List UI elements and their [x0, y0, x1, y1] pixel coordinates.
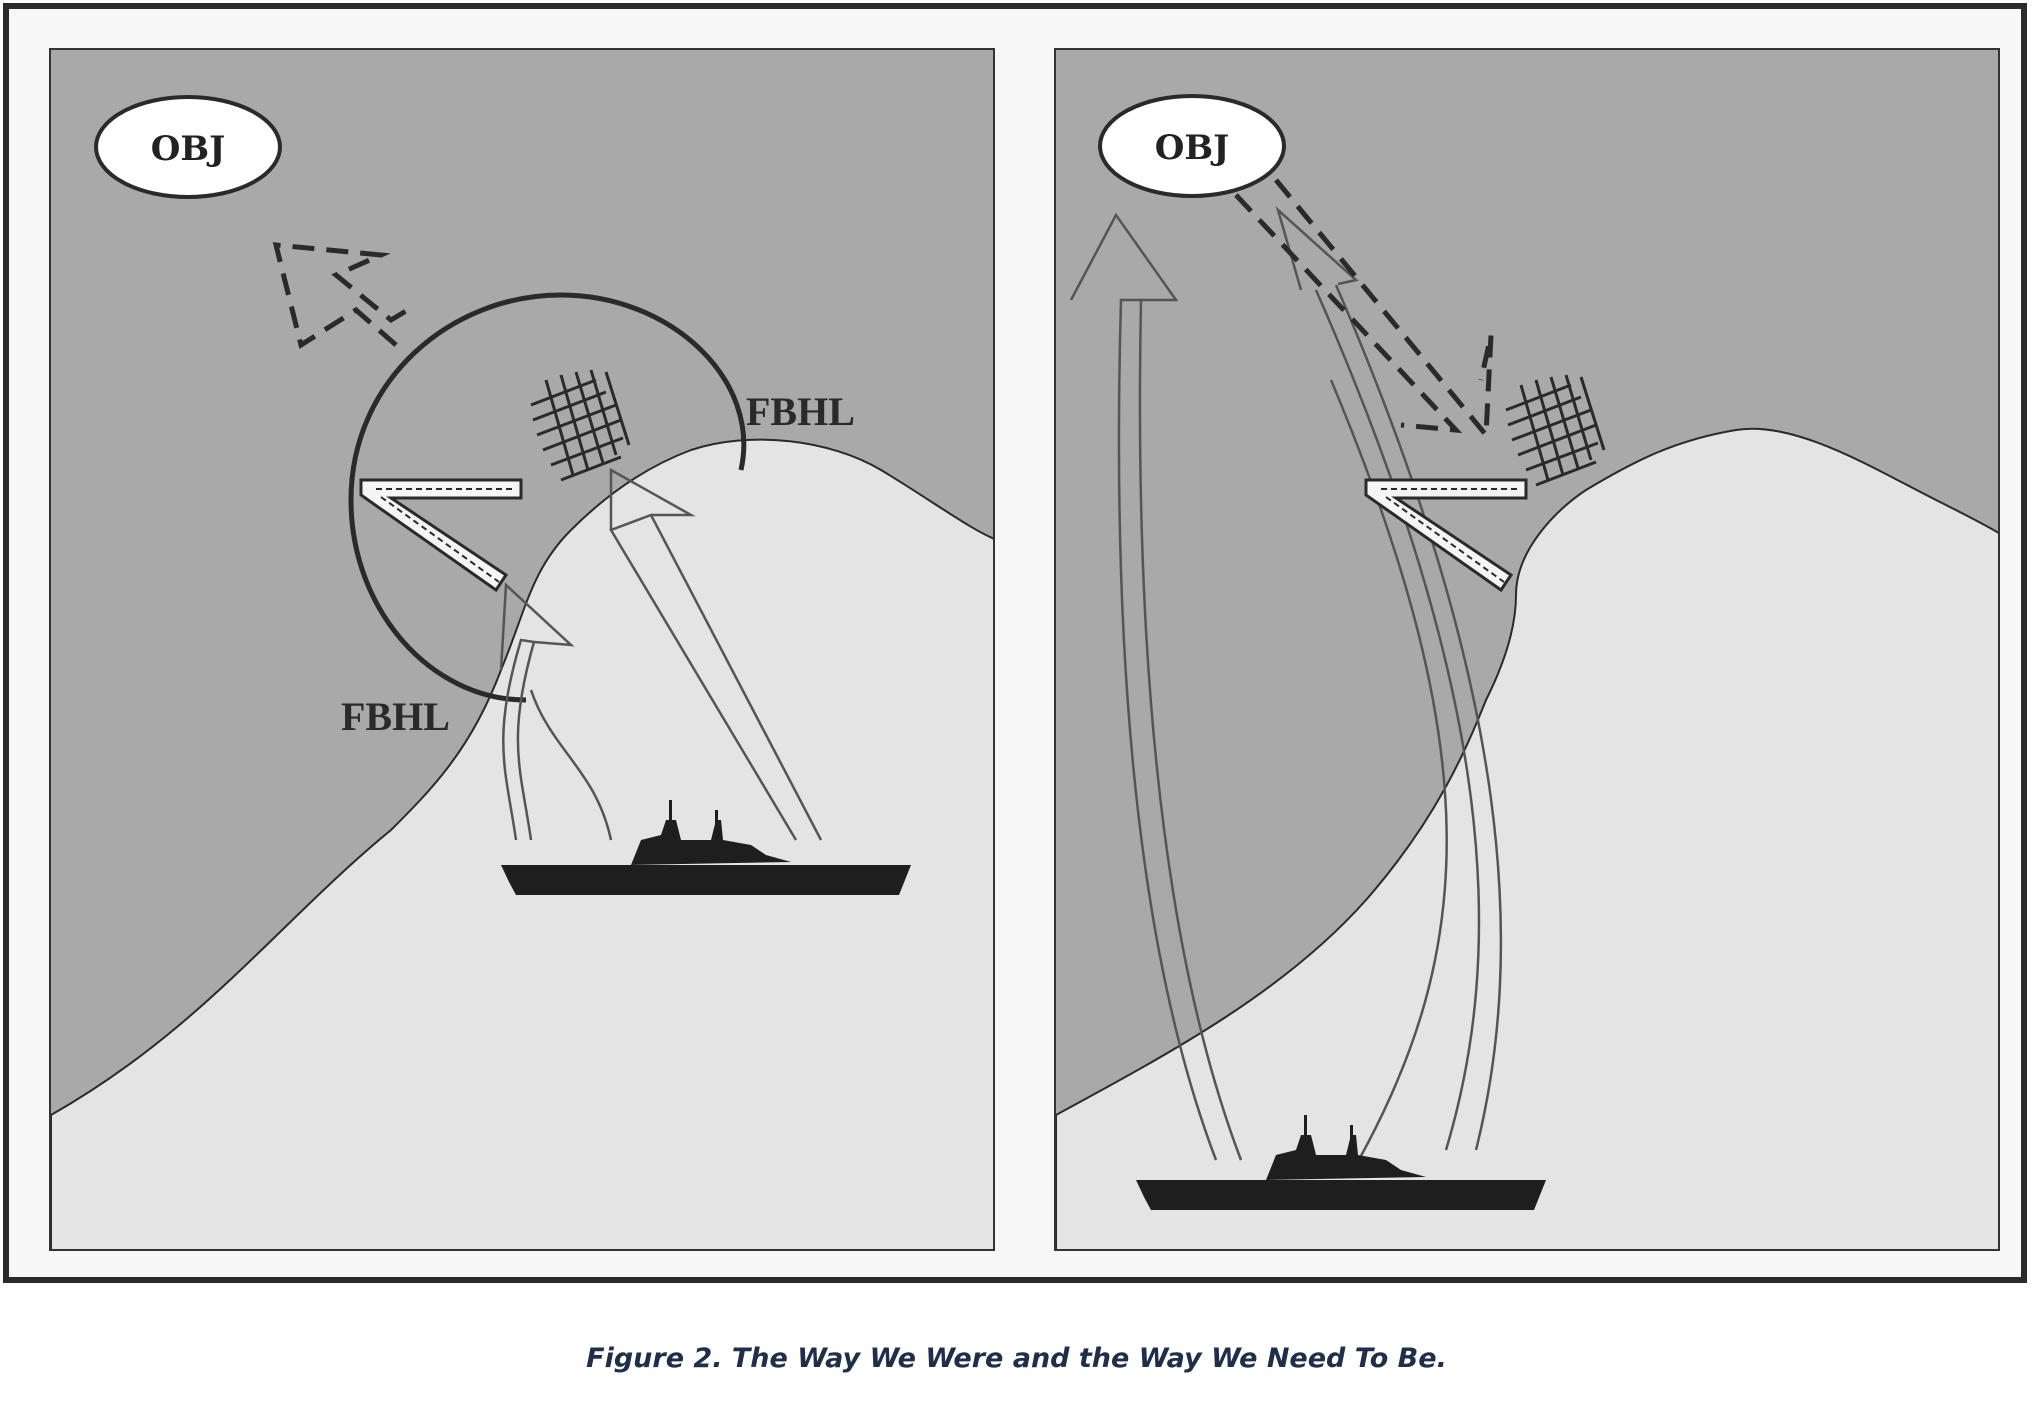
assault-arrows — [499, 467, 823, 841]
flanking-arrow-left — [1069, 212, 1243, 1161]
right-panel-diagram: OBJ — [1056, 94, 1998, 1249]
left-panel-diagram: OBJ FBHL FBHL — [51, 95, 993, 1249]
objective-label: OBJ — [151, 129, 225, 169]
land-mass — [1056, 427, 1998, 1249]
dashed-arrow-to-obj — [272, 242, 413, 349]
amphibious-ship-icon — [501, 800, 911, 895]
objective-ellipse — [94, 95, 282, 199]
land-mass — [51, 438, 993, 1249]
left-panel: OBJ FBHL FBHL — [49, 48, 995, 1251]
obstacle-hatch — [1505, 374, 1606, 487]
crossing-arrows — [1275, 206, 1503, 1166]
defensive-position — [359, 478, 523, 593]
obstacle-hatch — [530, 369, 631, 482]
amphibious-ship-icon — [1136, 1115, 1546, 1210]
fbhl-label-right: FBHL — [746, 389, 855, 434]
fbhl-circle — [348, 292, 747, 703]
figure-frame: OBJ FBHL FBHL — [3, 3, 2027, 1283]
dashed-arrows — [1234, 178, 1494, 442]
objective-label: OBJ — [1155, 128, 1229, 168]
right-panel: OBJ — [1054, 48, 2000, 1251]
defensive-position — [1364, 478, 1528, 593]
objective-ellipse — [1098, 94, 1286, 198]
fbhl-label-left: FBHL — [341, 694, 450, 739]
figure-caption: Figure 2. The Way We Were and the Way We… — [586, 1343, 1447, 1374]
